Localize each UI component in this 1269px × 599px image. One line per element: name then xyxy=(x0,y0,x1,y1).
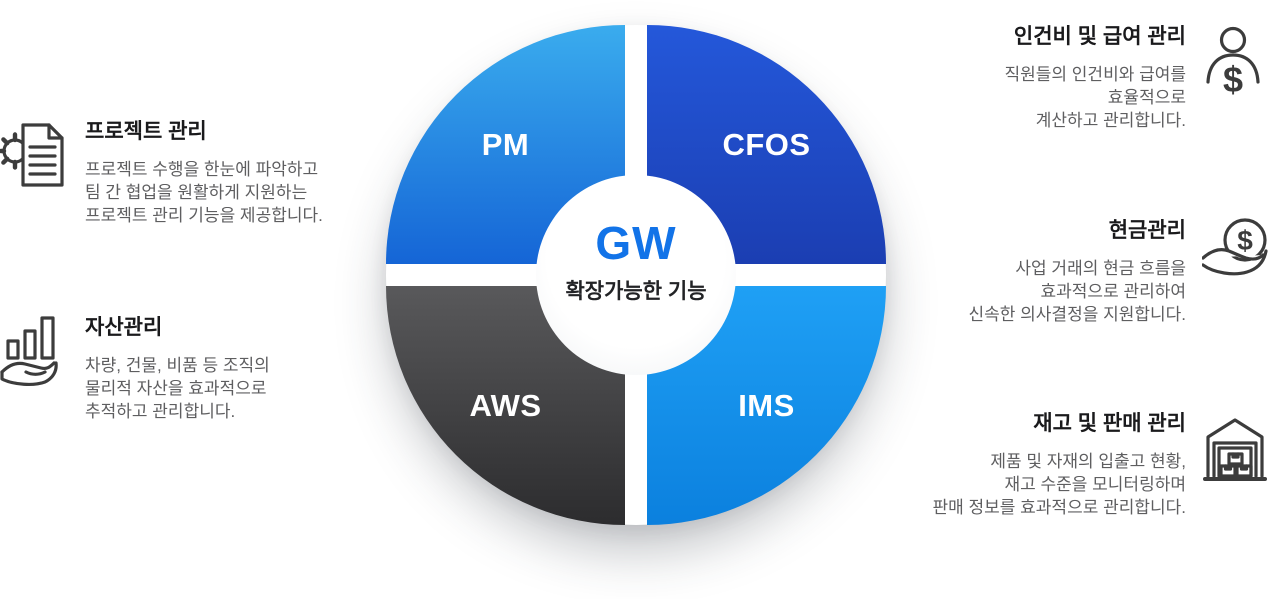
feature-title: 자산관리 xyxy=(85,316,163,339)
feature-payroll-management: 인건비 및 급여 관리 직원들의 인건비와 급여를 효율적으로 계산하고 관리합… xyxy=(876,25,1187,132)
quadrant-pm-label: PM xyxy=(481,126,530,162)
feature-line: 프로젝트 관리 기능을 제공합니다. xyxy=(85,206,323,225)
feature-line: 추적하고 관리합니다. xyxy=(85,402,236,421)
feature-line: 제품 및 자재의 입출고 현황, xyxy=(990,452,1186,471)
feature-line: 신속한 의사결정을 지원합니다. xyxy=(968,305,1187,324)
hand-bar-chart-icon xyxy=(0,313,62,391)
feature-title: 프로젝트 관리 xyxy=(85,120,207,143)
person-dollar-icon: $ xyxy=(1203,25,1263,101)
feature-title: 인건비 및 급여 관리 xyxy=(1013,25,1186,48)
center-subtitle: 확장가능한 기능 xyxy=(565,279,707,303)
quadrant-ims-label: IMS xyxy=(738,387,795,423)
feature-asset-management: 자산관리 차량, 건물, 비품 등 조직의 물리적 자산을 효과적으로 추적하고… xyxy=(85,316,355,423)
svg-text:$: $ xyxy=(1223,59,1243,100)
feature-line: 물리적 자산을 효과적으로 xyxy=(85,379,267,398)
center-title: GW xyxy=(595,216,677,269)
hand-coin-icon: $ xyxy=(1202,218,1268,284)
feature-line: 효과적으로 관리하여 xyxy=(1040,282,1186,301)
feature-line: 판매 정보를 효과적으로 관리합니다. xyxy=(932,498,1187,517)
feature-line: 차량, 건물, 비품 등 조직의 xyxy=(85,356,270,375)
feature-line: 사업 거래의 현금 흐름을 xyxy=(1015,259,1186,278)
donut-diagram: PM CFOS AWS IMS GW 확장가능한 기능 xyxy=(386,25,886,525)
feature-line: 팀 간 협업을 원활하게 지원하는 xyxy=(85,183,308,202)
feature-title: 재고 및 판매 관리 xyxy=(1033,412,1186,435)
donut-center-hub: GW 확장가능한 기능 xyxy=(536,175,736,375)
feature-project-management: 프로젝트 관리 프로젝트 수행을 한눈에 파악하고 팀 간 협업을 원활하게 지… xyxy=(85,120,355,227)
feature-cash-management: 현금관리 사업 거래의 현금 흐름을 효과적으로 관리하여 신속한 의사결정을 … xyxy=(876,219,1187,326)
quadrant-aws-label: AWS xyxy=(469,387,542,423)
gear-document-icon xyxy=(0,120,64,190)
feature-line: 재고 수준을 모니터링하며 xyxy=(1004,475,1187,494)
warehouse-icon xyxy=(1203,412,1267,484)
feature-inventory-sales-management: 재고 및 판매 관리 제품 및 자재의 입출고 현황, 재고 수준을 모니터링하… xyxy=(856,412,1187,519)
feature-line: 계산하고 관리합니다. xyxy=(1035,111,1186,130)
svg-text:$: $ xyxy=(1237,225,1253,256)
feature-line: 프로젝트 수행을 한눈에 파악하고 xyxy=(85,160,319,179)
feature-title: 현금관리 xyxy=(1108,219,1186,242)
feature-line: 직원들의 인건비와 급여를 xyxy=(1004,65,1187,84)
quadrant-cfos-label: CFOS xyxy=(722,126,811,162)
feature-line: 효율적으로 xyxy=(1107,88,1186,107)
